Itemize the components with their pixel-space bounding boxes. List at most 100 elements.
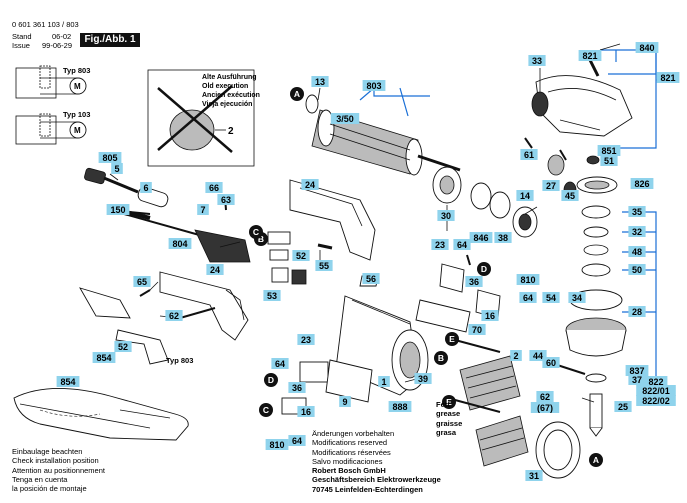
callout-1-53: 1 — [378, 376, 390, 387]
svg-text:826: 826 — [634, 179, 649, 189]
svg-text:6: 6 — [143, 183, 148, 193]
callout-34-22: 34 — [568, 292, 586, 303]
svg-text:64: 64 — [457, 240, 467, 250]
installation-note: Einbaulage beachten Check installation p… — [12, 447, 105, 493]
installation-line-2: Check installation position — [12, 456, 99, 466]
svg-text:1: 1 — [381, 377, 386, 387]
letter-marker-a-9: A — [589, 453, 603, 467]
callout-53-36: 53 — [263, 290, 281, 301]
wiring-type-bottom: Typ 103 — [63, 110, 90, 119]
svg-text:62: 62 — [540, 392, 550, 402]
callout-23-38: 23 — [431, 239, 449, 250]
svg-text:64: 64 — [275, 359, 285, 369]
auxiliary-handle-parts — [79, 287, 169, 365]
svg-text:52: 52 — [296, 251, 306, 261]
callout-851-16: 851 — [597, 145, 621, 156]
callout-854-46: 854 — [92, 352, 116, 363]
svg-text:D: D — [268, 375, 274, 385]
callout-52-47: 52 — [114, 341, 132, 352]
part-number: 0 601 361 103 / 803 — [12, 20, 79, 29]
spindle-stack — [565, 155, 627, 437]
footer-line-1: Änderungen vorbehalten — [312, 429, 395, 438]
callout-13-0: 13 — [311, 76, 329, 87]
svg-text:16: 16 — [301, 407, 311, 417]
grease-line-4: grasa — [436, 427, 457, 437]
svg-text:B: B — [258, 234, 264, 244]
callout-56-44: 56 — [362, 273, 380, 284]
svg-text:65: 65 — [137, 277, 147, 287]
cable-assembly — [84, 167, 211, 239]
svg-text:37: 37 — [632, 375, 642, 385]
svg-text:38: 38 — [498, 233, 508, 243]
svg-text:821: 821 — [582, 51, 597, 61]
callout-70-45: 70 — [468, 324, 486, 335]
svg-text:64: 64 — [523, 293, 533, 303]
callout-44-51: 44 — [529, 350, 547, 361]
callout-61-15: 61 — [520, 149, 538, 160]
callout-804-32: 804 — [168, 238, 192, 249]
callout-67-58: (67) — [530, 402, 560, 413]
issue-value: 99-06-29 — [42, 41, 73, 50]
svg-text:27: 27 — [546, 181, 556, 191]
svg-text:55: 55 — [319, 261, 329, 271]
svg-text:52: 52 — [118, 342, 128, 352]
callout-66-10: 66 — [205, 182, 223, 193]
callout-821-6: 821 — [656, 72, 680, 83]
callout-64-49: 64 — [271, 358, 289, 369]
callout-2-50: 2 — [510, 350, 522, 361]
callout-36-56: 36 — [288, 382, 306, 393]
svg-text:851: 851 — [601, 146, 616, 156]
svg-text:33: 33 — [532, 56, 542, 66]
svg-text:44: 44 — [533, 351, 543, 361]
callout-31-70: 31 — [525, 470, 543, 481]
callout-37-67: 37 — [628, 374, 646, 385]
callout-60-52: 60 — [542, 357, 560, 368]
installation-line-5: la posición de montaje — [12, 484, 87, 494]
svg-text:13: 13 — [315, 77, 325, 87]
svg-text:25: 25 — [618, 402, 628, 412]
callout-23-48: 23 — [297, 334, 315, 345]
callout-63-11: 63 — [217, 194, 235, 205]
letter-marker-e-5: E — [442, 395, 456, 409]
svg-text:51: 51 — [604, 156, 614, 166]
svg-text:822: 822 — [648, 377, 663, 387]
svg-text:48: 48 — [632, 247, 642, 257]
stand-value: 06-02 — [52, 32, 72, 41]
callout-803-1: 803 — [362, 80, 386, 91]
callout-65-34: 65 — [133, 276, 151, 287]
svg-text:30: 30 — [441, 211, 451, 221]
callout-150-13: 150 — [106, 204, 130, 215]
rear-handle — [159, 271, 249, 341]
motor-symbol-top: M — [74, 82, 81, 91]
svg-text:804: 804 — [172, 239, 187, 249]
svg-text:9: 9 — [342, 397, 347, 407]
callout-30-28: 30 — [437, 210, 455, 221]
callout-39-54: 39 — [414, 373, 432, 384]
svg-text:888: 888 — [392, 402, 407, 412]
svg-text:23: 23 — [435, 240, 445, 250]
callout-840-4: 840 — [635, 42, 659, 53]
svg-text:854: 854 — [96, 353, 111, 363]
svg-text:810: 810 — [520, 275, 535, 285]
svg-text:(67): (67) — [537, 403, 553, 413]
letter-marker-b-7: B — [434, 351, 448, 365]
svg-text:32: 32 — [632, 227, 642, 237]
svg-text:854: 854 — [60, 377, 75, 387]
callout-82202-66: 822/02 — [636, 395, 676, 406]
svg-text:28: 28 — [632, 307, 642, 317]
letter-marker-a-0: A — [290, 87, 304, 101]
svg-text:53: 53 — [267, 291, 277, 301]
svg-text:36: 36 — [469, 277, 479, 287]
svg-text:63: 63 — [221, 195, 231, 205]
installation-line-4: Tenga en cuenta — [12, 474, 68, 484]
svg-text:24: 24 — [305, 180, 315, 190]
old-version-line-3: Ancien exécution — [202, 92, 260, 99]
callout-55-33: 55 — [315, 260, 333, 271]
callout-822-64: 822 — [644, 376, 668, 387]
svg-text:16: 16 — [485, 311, 495, 321]
callout-48-24: 48 — [628, 246, 646, 257]
